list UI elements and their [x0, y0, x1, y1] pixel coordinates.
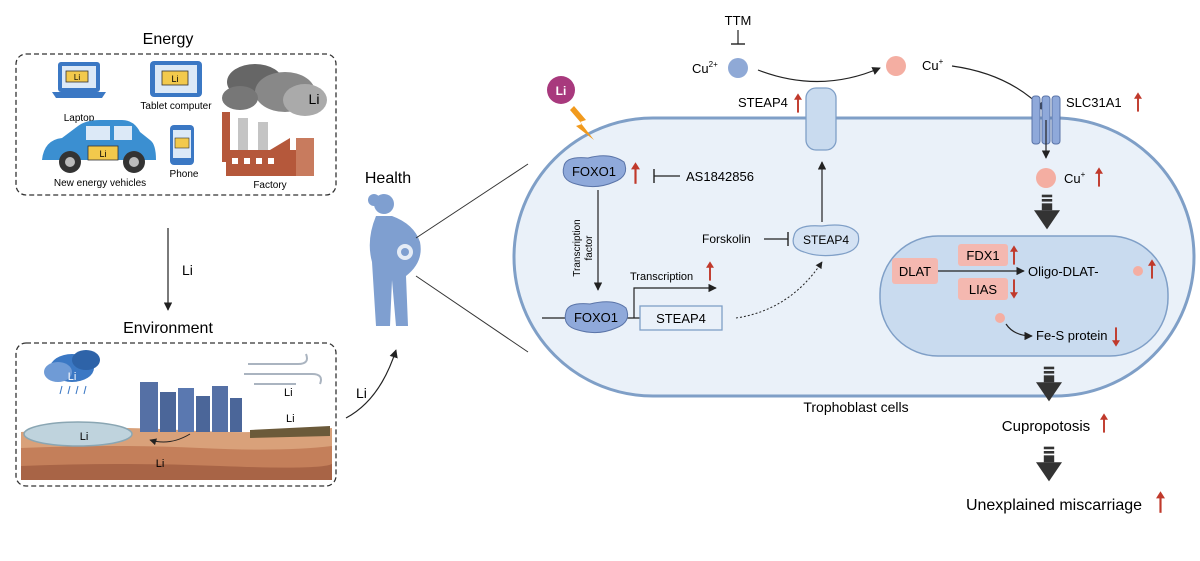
lias-box [958, 278, 1008, 300]
cuproptosis-to-miscarriage-arrow [1036, 446, 1062, 482]
phone-icon [170, 125, 194, 165]
lake-li-label: Li [80, 431, 89, 443]
tablet-label: Tablet computer [140, 101, 212, 112]
factory-smoke-label: Li [309, 91, 320, 107]
environment-to-health-arrow [345, 349, 398, 419]
factory-label: Factory [253, 180, 286, 191]
laptop-icon [52, 62, 106, 98]
energy-to-environment-label: Li [182, 262, 193, 278]
health-label: Health [365, 170, 411, 187]
cu1-ion [886, 56, 906, 76]
vehicle-battery-label: Li [99, 149, 106, 159]
cu-intracellular-label: Cu+ [1064, 170, 1086, 186]
fdx1-box [958, 244, 1008, 266]
transcription-factor-label-1: Transcription [572, 219, 583, 276]
environment-to-health-label: Li [356, 385, 367, 401]
dlat-label: DLAT [899, 264, 931, 279]
factory-icon [222, 64, 327, 176]
steap4-membrane-up-arrow [794, 92, 802, 114]
lithium-badge [547, 76, 575, 104]
lightning-icon [570, 106, 594, 140]
trophoblast-cells-label: Trophoblast cells [803, 399, 908, 415]
environment-panel [15, 342, 337, 487]
steap4-protein-label: STEAP4 [803, 233, 849, 247]
fes-protein-label: Fe-S protein [1036, 328, 1108, 343]
zoom-line-top [415, 163, 529, 239]
cu1-label: Cu+ [922, 57, 944, 73]
slc31a1-up-arrow [1134, 91, 1142, 113]
fes-arrow [1005, 323, 1033, 341]
lias-label: LIAS [969, 282, 998, 297]
fdx1-label: FDX1 [966, 248, 999, 263]
fes-cu-dot [995, 313, 1005, 323]
steap4-gene-box [639, 305, 723, 331]
cu2-label: Cu2+ [692, 60, 718, 76]
foxo1-protein [562, 155, 627, 188]
tablet-icon [150, 61, 202, 97]
transcription-factor-label-2: factor [584, 235, 595, 261]
cloud-li-label: Li [68, 371, 77, 383]
foxo1-label: FOXO1 [572, 164, 616, 179]
energy-title: Energy [143, 31, 194, 48]
cuproptosis-label: Cupropotosis [1002, 418, 1090, 435]
steap4-membrane-channel [805, 87, 837, 151]
slc31a1-label: SLC31A1 [1066, 95, 1122, 110]
steap4-membrane-label: STEAP4 [738, 95, 788, 110]
steap4-protein-cyto [792, 224, 860, 257]
cu-reduction-arrow [757, 67, 881, 83]
transcription-label: Transcription [630, 271, 693, 283]
cu-to-slc-arrow [951, 65, 1045, 111]
laptop-battery-label: Li [74, 73, 80, 82]
vehicle-icon [42, 120, 156, 173]
wind-li-label: Li [284, 387, 293, 399]
vehicle-label: New energy vehicles [54, 178, 146, 189]
mitochondrion [879, 235, 1169, 357]
energy-panel [15, 53, 337, 196]
zoom-line-bottom [415, 275, 529, 353]
oligo-dlat-label: Oligo-DLAT- [1028, 264, 1099, 279]
steap4-translation-arrow [735, 261, 823, 319]
laptop-label: Laptop [64, 113, 95, 124]
phone-label: Phone [170, 169, 199, 180]
lithium-badge-label: Li [556, 84, 567, 98]
transcription-start-arrow [633, 283, 717, 318]
environment-scene [21, 350, 332, 480]
as1842856-label: AS1842856 [686, 169, 754, 184]
cuproptosis-up-arrow [1100, 412, 1108, 434]
pregnant-woman-icon [368, 194, 421, 326]
miscarriage-up-arrow [1156, 490, 1165, 514]
steap4-gene-label: STEAP4 [656, 311, 706, 326]
ground-li-label: Li [156, 458, 165, 470]
foxo1-dna-label: FOXO1 [574, 310, 618, 325]
tablet-battery-label: Li [171, 74, 178, 84]
environment-title: Environment [123, 320, 213, 337]
forskolin-label: Forskolin [702, 232, 751, 246]
miscarriage-label: Unexplained miscarriage [966, 497, 1142, 514]
oligo-cu-dot [1133, 266, 1143, 276]
dlat-box [892, 258, 938, 284]
cu2-ion [728, 58, 748, 78]
foxo1-dna-protein [564, 301, 629, 334]
ttm-label: TTM [725, 13, 752, 28]
cu-intracellular-ion [1036, 168, 1056, 188]
field-li-label: Li [286, 413, 295, 425]
